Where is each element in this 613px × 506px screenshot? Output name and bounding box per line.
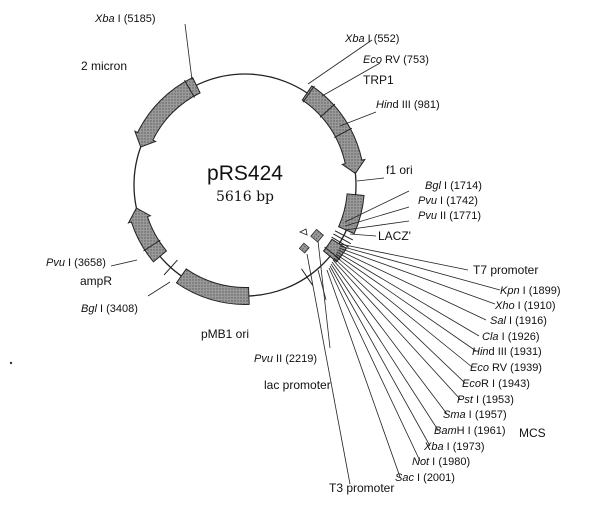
tick-pvuii-1771 <box>331 236 349 248</box>
tick-pvui-3658 <box>143 239 161 252</box>
scan-speck <box>9 361 13 365</box>
site-ecorv-753: Eco RV (753) <box>363 54 429 66</box>
site-xbai-1973: Xba I (1973) <box>423 441 485 453</box>
site-bamhi-1961: BamH I (1961) <box>434 425 506 437</box>
t3-promoter-box <box>298 242 310 254</box>
site-clai-1926: Cla I (1926) <box>482 331 540 343</box>
site-noti-1980: Not I (1980) <box>412 456 470 468</box>
label-t3-promoter: T3 promoter <box>329 481 394 495</box>
leader-lines <box>110 23 501 485</box>
site-ticks <box>143 79 354 286</box>
site-ecori-1943: EcoR I (1943) <box>462 378 530 390</box>
site-sali-1916: Sal I (1916) <box>490 315 547 327</box>
site-pvuii-1771: Pvu II (1771) <box>418 210 481 222</box>
tick-mcs <box>324 246 341 260</box>
plasmid-size: 5616 bp <box>216 189 274 205</box>
arc-ampr <box>127 207 168 263</box>
site-hindiii-981: Hind III (981) <box>376 99 440 111</box>
label-lac-promoter: lac promoter <box>264 378 331 392</box>
site-pvui-3658: Pvu I (3658) <box>46 257 106 269</box>
tick-bgli-1714 <box>334 230 354 241</box>
lac-promoter-box <box>310 228 324 243</box>
tick-pvui-1742 <box>333 233 352 245</box>
label-lacz: LACZ' <box>378 229 411 243</box>
tick-bgli-3408 <box>163 259 178 276</box>
site-xbai-5185: Xba I (5185) <box>94 13 156 25</box>
site-pvuii-2219: Pvu II (2219) <box>254 353 317 365</box>
tick-xbai-5185 <box>184 79 195 98</box>
arc-lacz <box>322 238 348 263</box>
lac-promoter-hook <box>299 228 308 236</box>
tick-hindiii-981 <box>333 127 353 139</box>
label-t7-promoter: T7 promoter <box>473 263 538 277</box>
site-hindiii-1931: Hind III (1931) <box>472 346 542 358</box>
site-xbai-552: Xba I (552) <box>344 33 399 45</box>
label-pmb1-ori: pMB1 ori <box>201 327 249 341</box>
tick-ecorv-753 <box>319 103 336 118</box>
arc-f1-ori <box>337 193 365 235</box>
site-kpni-1899: Kpn I (1899) <box>500 285 561 297</box>
site-bgli-3408: Bgl I (3408) <box>81 303 138 315</box>
site-xhoi-1910: Xho I (1910) <box>494 300 556 312</box>
site-ecorv-1939: Eco RV (1939) <box>470 362 542 374</box>
feature-arcs <box>127 76 366 305</box>
site-smai-1957: Sma I (1957) <box>443 409 507 421</box>
label-trp1: TRP1 <box>363 73 394 87</box>
label-f1-ori: f1 ori <box>386 163 413 177</box>
site-pvui-1742: Pvu I (1742) <box>418 195 478 207</box>
label-ampr: ampR <box>80 274 112 288</box>
site-psti-1953: Pst I (1953) <box>457 394 514 406</box>
plasmid-name: pRS424 <box>207 162 283 185</box>
arc-trp1 <box>301 85 366 175</box>
arc-2-micron <box>133 76 201 148</box>
arc-pmb1-ori <box>175 268 250 305</box>
site-bgli-1714: Bgl I (1714) <box>425 180 482 192</box>
tick-xbai-552 <box>302 85 315 103</box>
label-mcs: MCS <box>519 426 546 440</box>
label-2-micron: 2 micron <box>81 59 127 73</box>
site-saci-2001: Sac I (2001) <box>395 472 455 484</box>
tick-pvuii-2219 <box>301 268 314 286</box>
